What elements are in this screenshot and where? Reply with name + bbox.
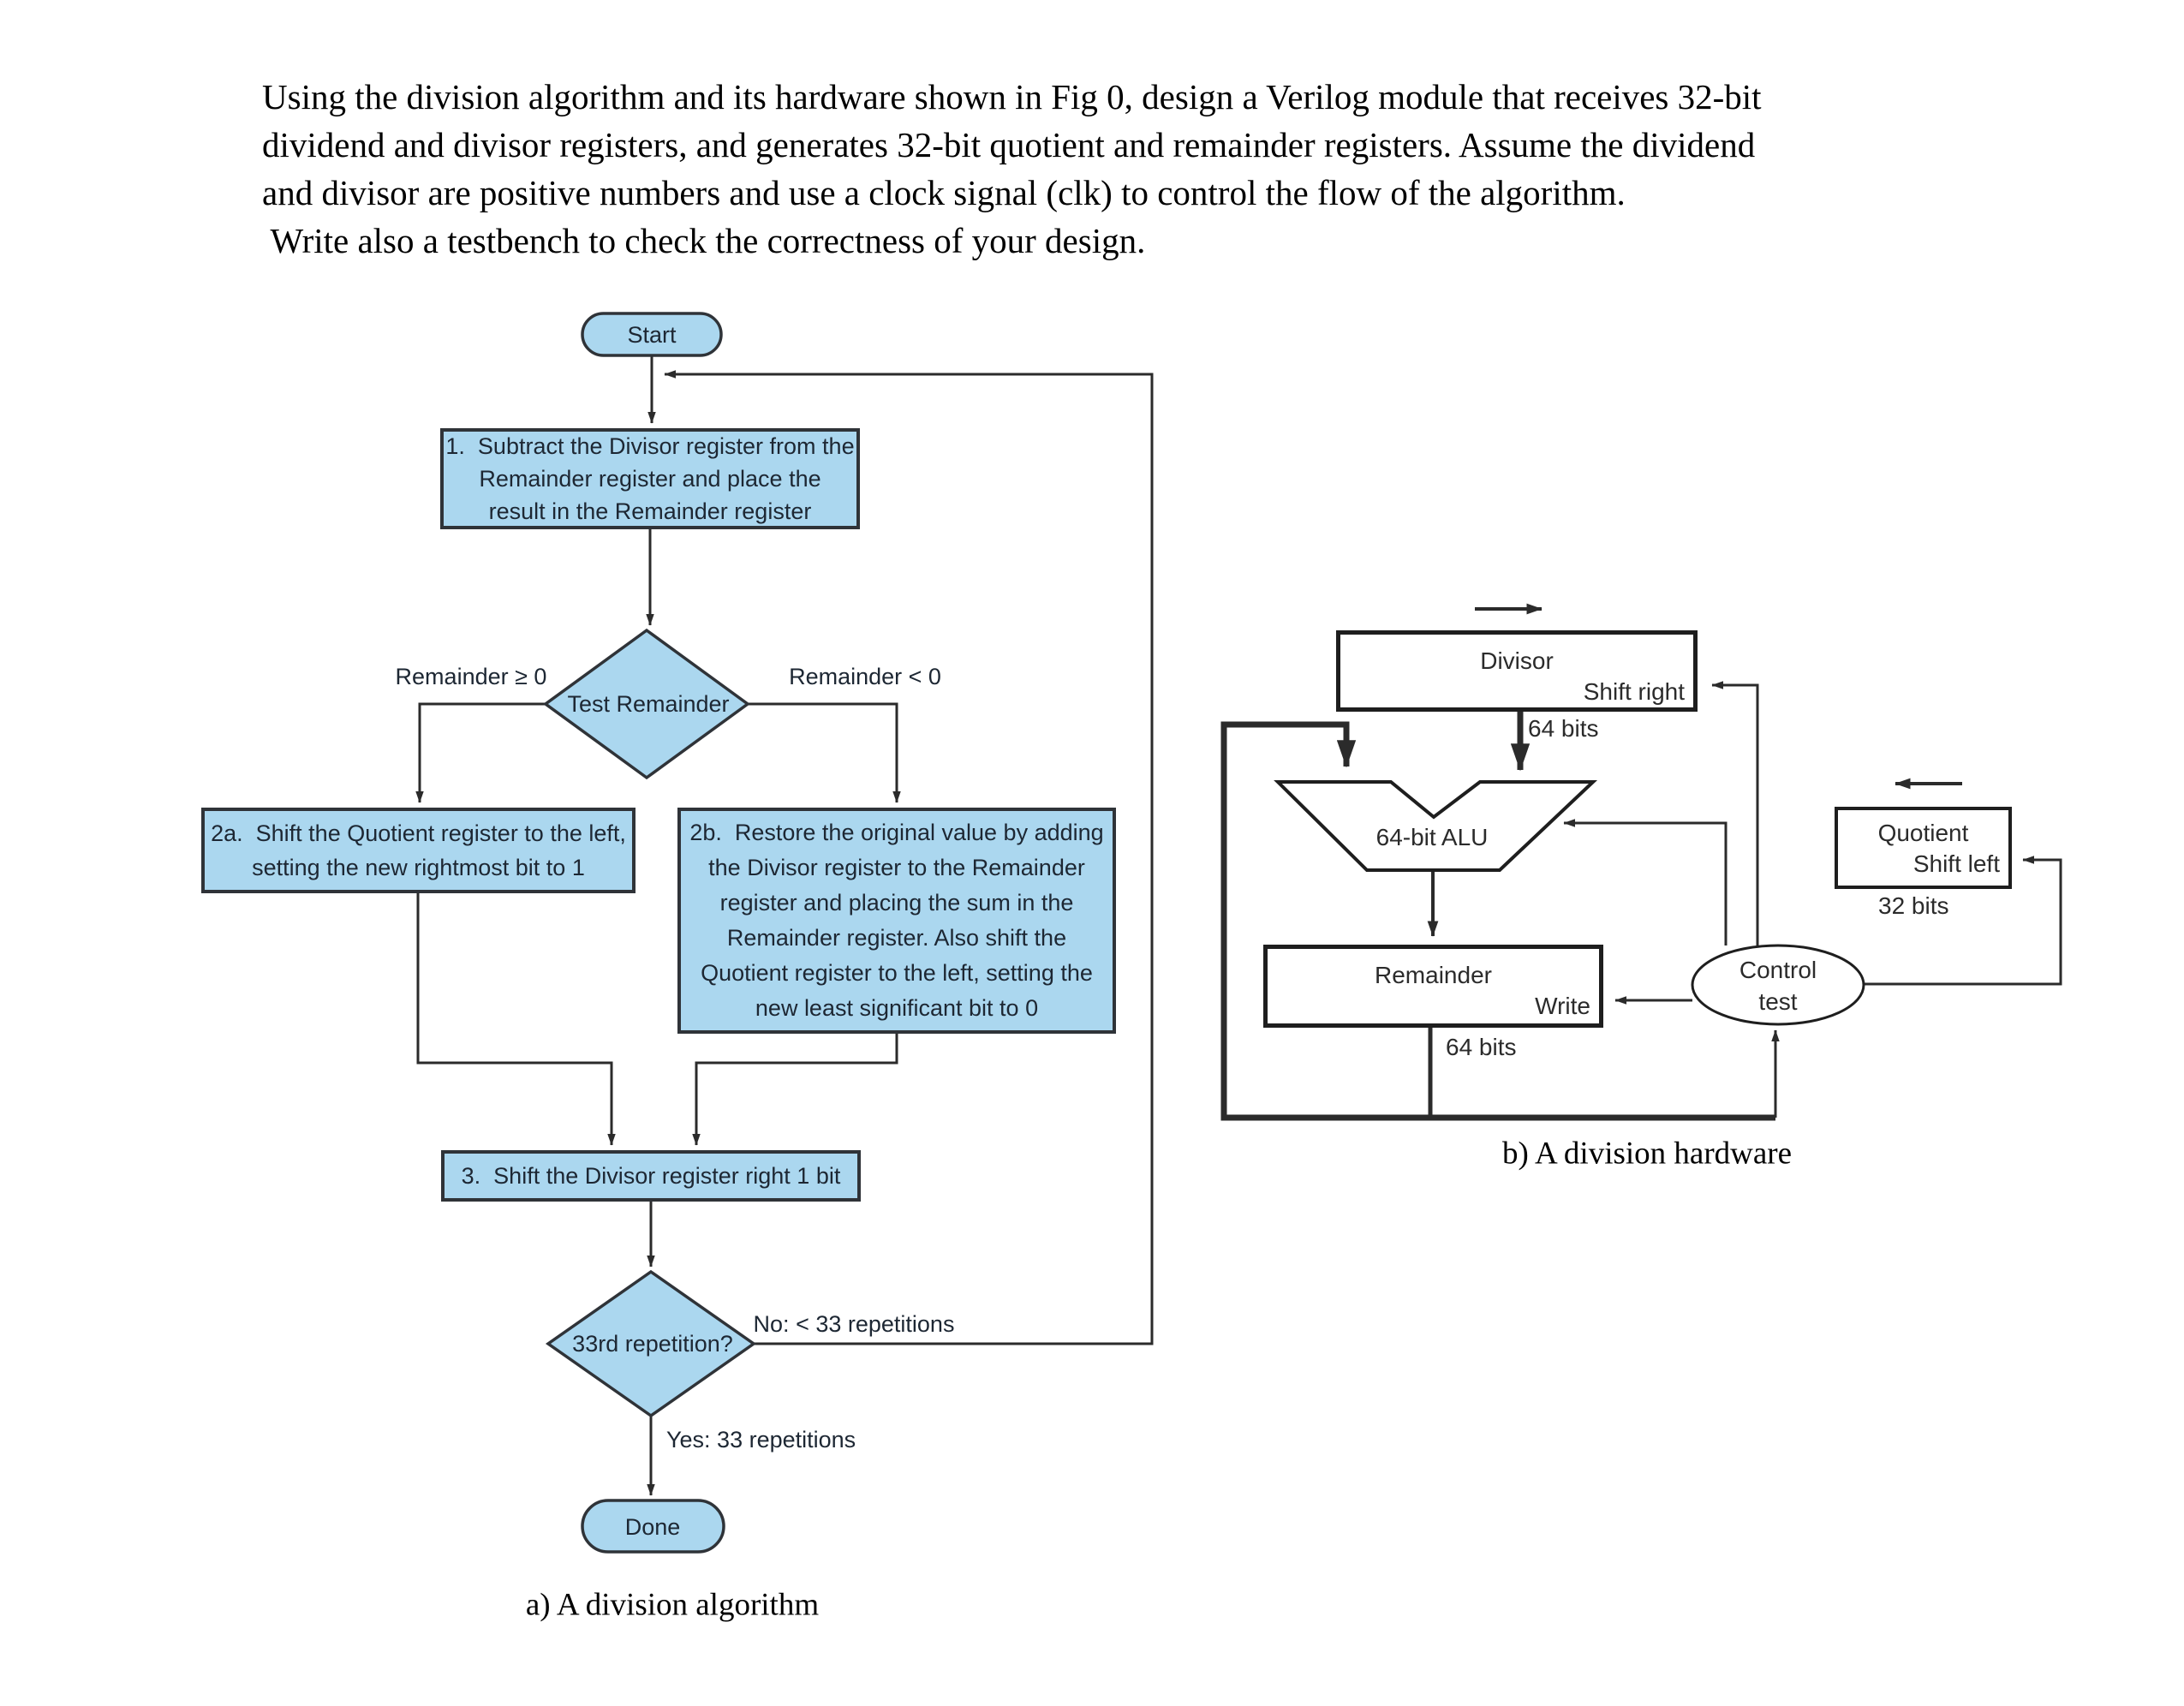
flow-box-1-line: result in the Remainder register [488, 498, 812, 524]
merge-box2a-to-box3-line [416, 893, 616, 1146]
loop-no-branch-line [664, 370, 1154, 1345]
repetition-test-diamond [545, 1269, 757, 1418]
flow-box-2b-line: 2b. Restore the original value by adding [689, 820, 1104, 845]
flow-box-2b-line: the Divisor register to the Remainder [708, 855, 1085, 880]
problem-line: Using the division algorithm and its har… [262, 77, 1762, 116]
done-terminator-shape [581, 1499, 725, 1554]
flow-box-2a: 2a. Shift the Quotient register to the l… [201, 808, 636, 893]
flow-box-2b-line: register and placing the sum in the [719, 890, 1074, 916]
flow-box-1-line: Remainder register and place the [479, 466, 821, 492]
alu-label: 64-bit ALU [1375, 824, 1489, 850]
branch-no-label: No: < 33 repetitions [753, 1311, 955, 1337]
branch-remainder-ge-label: Remainder ≥ 0 [395, 664, 547, 689]
flow-box-1-line: 1. Subtract the Divisor register from th… [445, 433, 855, 459]
control-test-ellipse [1691, 944, 1865, 1026]
shift-right-label: Shift right [1583, 678, 1685, 705]
flow-box-2b-line: Quotient register to the left, setting t… [701, 960, 1093, 986]
flow-box-2b-line: Remainder register. Also shift the [726, 925, 1067, 951]
branch-remainder-ge-line [415, 702, 546, 803]
remainder-loop-to-alu-bus [1220, 721, 1775, 1121]
flow-box-2b: 2b. Restore the original value by adding… [677, 808, 1116, 1034]
control-test-label-line1: Control [1739, 957, 1817, 983]
quotient-width-label: 32 bits [1878, 892, 1949, 919]
remainder-width-label: 64 bits [1446, 1034, 1517, 1060]
repetition-test-label: 33rd repetition? [572, 1331, 733, 1357]
branch-remainder-lt-line [748, 702, 901, 803]
flow-box-2b-line: new least significant bit to 0 [755, 995, 1039, 1021]
branch-yes-label: Yes: 33 repetitions [666, 1427, 856, 1452]
test-remainder-diamond [543, 628, 750, 780]
problem-line: dividend and divisor registers, and gene… [262, 125, 1756, 164]
alu-shape [1274, 780, 1598, 872]
divisor-label: Divisor [1480, 647, 1554, 674]
divisor-width-label: 64 bits [1528, 715, 1599, 742]
hardware-caption: b) A division hardware [1501, 1136, 1793, 1172]
problem-statement: Using the division algorithm and its har… [262, 73, 1762, 265]
flowchart-caption: a) A division algorithm [525, 1587, 820, 1623]
divisor-register-box: Divisor Shift right [1336, 630, 1698, 712]
done-label: Done [624, 1514, 681, 1540]
flow-box-3-line: 3. Shift the Divisor register right 1 bi… [461, 1163, 841, 1189]
shift-left-label: Shift left [1912, 850, 2000, 877]
flow-box-3: 3. Shift the Divisor register right 1 bi… [441, 1150, 861, 1202]
write-label: Write [1535, 993, 1590, 1019]
control-to-alu-line [1563, 819, 1728, 945]
start-terminator-shape [581, 312, 723, 357]
control-to-shift-left-line [1864, 856, 2062, 986]
remainder-label: Remainder [1375, 962, 1492, 988]
control-to-shift-right-line [1711, 681, 1759, 945]
remainder-register-box: Remainder Write [1263, 945, 1603, 1028]
control-test-label-line2: test [1758, 988, 1798, 1015]
merge-box2b-to-box3-line [692, 1034, 898, 1146]
quotient-register-box: Quotient Shift left [1835, 807, 2012, 889]
problem-line: and divisor are positive numbers and use… [262, 173, 1626, 212]
flow-box-2a-line: setting the new rightmost bit to 1 [252, 855, 585, 880]
test-remainder-label: Test Remainder [567, 691, 730, 717]
flow-box-1: 1. Subtract the Divisor register from th… [440, 428, 860, 529]
start-label: Start [627, 322, 677, 348]
problem-line: Write also a testbench to check the corr… [262, 221, 1146, 260]
quotient-label: Quotient [1877, 820, 1969, 846]
branch-remainder-lt-label: Remainder < 0 [789, 664, 941, 689]
flow-box-2a-line: 2a. Shift the Quotient register to the l… [211, 820, 626, 846]
